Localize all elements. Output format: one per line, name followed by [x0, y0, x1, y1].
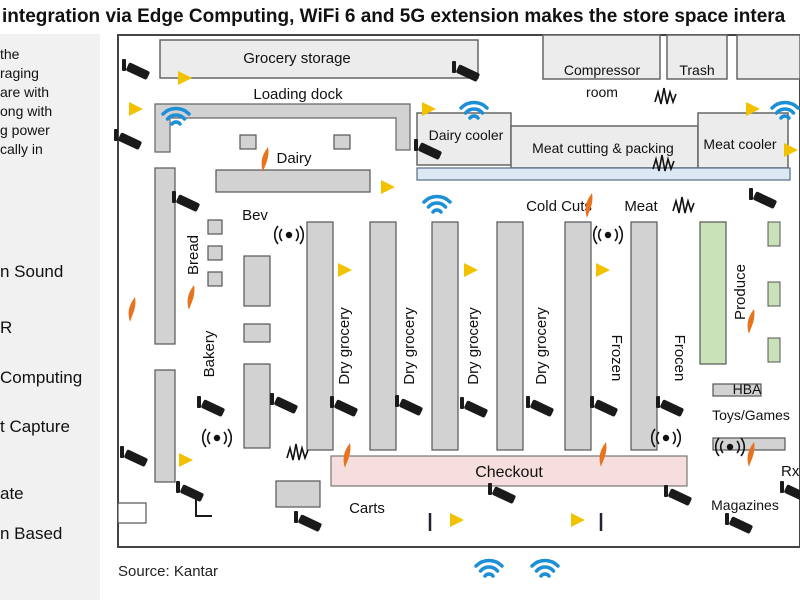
- aisle-shelf: [369, 221, 397, 451]
- aisle-shelf: [564, 221, 592, 451]
- carts-corral: [275, 480, 321, 508]
- aisle-shelf: [630, 221, 658, 451]
- legend-item: ate: [0, 484, 24, 503]
- side-text-line: the: [0, 46, 20, 62]
- side-text-line: cally in: [0, 141, 43, 157]
- meat-cutting-label: Meat cutting & packing: [532, 140, 674, 156]
- cold-cuts-label: Cold Cuts: [526, 198, 592, 215]
- loading-dock-wall: [154, 103, 411, 153]
- page-title: integration via Edge Computing, WiFi 6 a…: [2, 6, 786, 27]
- bread-shelf: [154, 167, 176, 345]
- side-text-line: g power: [0, 122, 50, 138]
- side-panel: the raging are with ong with g power cal…: [0, 34, 100, 600]
- entry-gate-icon: [195, 496, 212, 517]
- aisle-shelf: [431, 221, 459, 451]
- hba-shelf: [712, 383, 762, 397]
- aisle-shelf: [496, 221, 524, 451]
- side-text-line: raging: [0, 65, 39, 81]
- bev-shelf: [243, 363, 271, 449]
- loading-dock-label: Loading dock: [253, 86, 343, 103]
- cold-case: [416, 167, 791, 181]
- wifi-icon: [474, 558, 504, 578]
- aisle-label: Dry grocery: [533, 307, 550, 385]
- legend-item: Computing: [0, 368, 83, 387]
- bread-label: Bread: [185, 235, 202, 275]
- rx-label: Rx: [781, 463, 800, 480]
- display-stand: [333, 134, 351, 150]
- source-credit: Source: Kantar: [118, 563, 219, 580]
- dairy-cooler-label: Dairy cooler: [429, 127, 504, 143]
- back-room-right: [736, 34, 800, 80]
- display-stand: [239, 134, 257, 150]
- legend-item: t Capture: [0, 417, 70, 436]
- aisle-label: Dry grocery: [465, 307, 482, 385]
- legend-item: R: [0, 318, 13, 337]
- display-stand: [207, 245, 223, 261]
- grocery-storage-room: [159, 39, 479, 79]
- checkout-counter: [330, 455, 688, 487]
- meat-cooler-label: Meat cooler: [703, 136, 776, 152]
- display-stand: [243, 323, 271, 343]
- dairy-shelf: [215, 169, 371, 193]
- aisle-label: Dry grocery: [401, 307, 418, 385]
- compressor-label: Compressor: [564, 62, 641, 78]
- side-text-line: are with: [0, 84, 50, 100]
- legend-item: n Based: [0, 524, 63, 543]
- toys-games-label: Toys/Games: [712, 407, 790, 423]
- trash-room: [666, 34, 728, 80]
- compressor-room-label: room: [586, 84, 618, 100]
- checkout-label: Checkout: [475, 464, 543, 481]
- meat-label: Meat: [624, 198, 658, 215]
- compressor-room: [542, 34, 661, 80]
- toys-shelf: [712, 437, 786, 451]
- side-text-line: ong with: [0, 103, 53, 119]
- wifi-icon: [530, 558, 560, 578]
- aisle-label: Frozen: [608, 335, 625, 382]
- legend-item: n Sound: [0, 262, 64, 281]
- aisle-label: Frocen: [671, 335, 688, 382]
- aisle-shelf: [306, 221, 334, 451]
- hba-label: HBA: [733, 381, 762, 397]
- magazines-label: Magazines: [711, 497, 779, 513]
- aisle-label: Dry grocery: [336, 307, 353, 385]
- display-stand: [207, 219, 223, 235]
- bakery-shelf: [154, 369, 176, 483]
- produce-bin: [767, 221, 781, 247]
- display-stand: [207, 271, 223, 287]
- grocery-storage-label: Grocery storage: [243, 50, 351, 67]
- dairy-label: Dairy: [276, 150, 312, 167]
- carts-label: Carts: [349, 500, 385, 517]
- produce-label: Produce: [732, 264, 749, 320]
- trash-label: Trash: [679, 62, 714, 78]
- bev-label: Bev: [242, 207, 268, 224]
- produce-bin: [767, 281, 781, 307]
- bev-shelf: [243, 255, 271, 307]
- entry-mat: [117, 502, 147, 524]
- produce-bin: [767, 337, 781, 363]
- produce-case: [699, 221, 727, 365]
- bakery-label: Bakery: [201, 330, 218, 377]
